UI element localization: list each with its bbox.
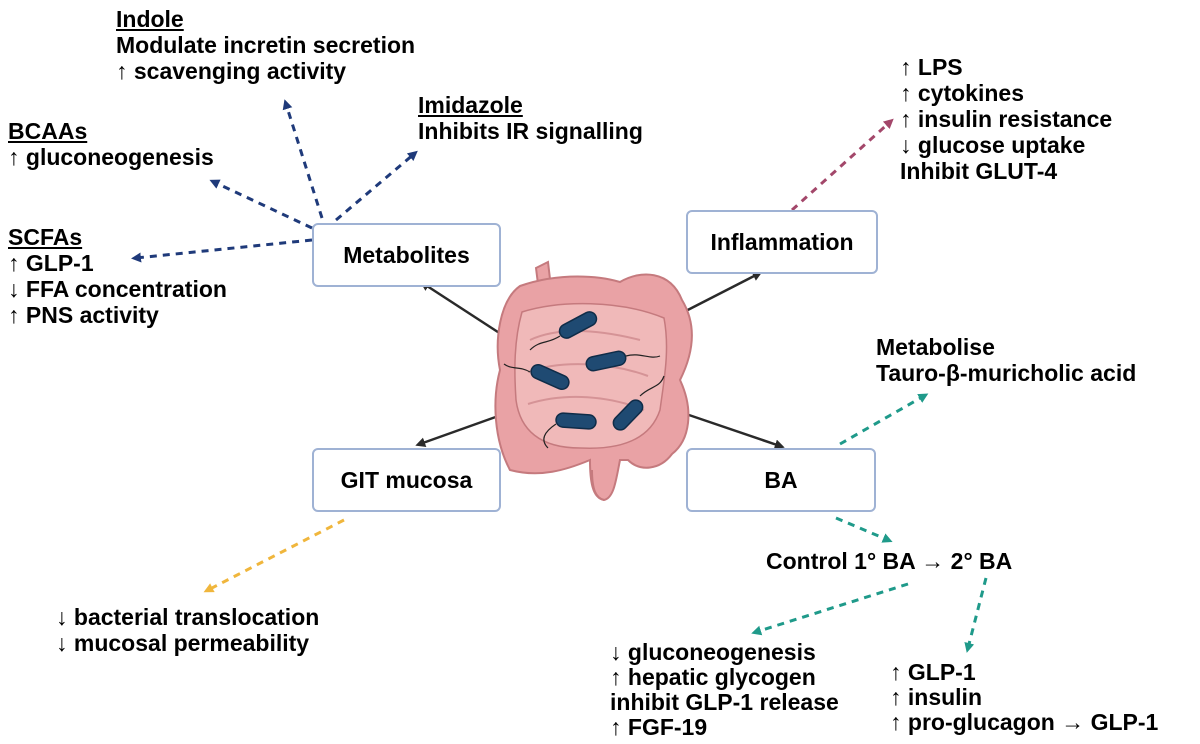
- indole-line: ↑ scavenging activity: [116, 58, 347, 84]
- mucosa-effect: ↓ mucosal permeability: [56, 630, 310, 656]
- metabolites-node-label: Metabolites: [343, 241, 470, 268]
- ba-liver-effect: inhibit GLP-1 release: [610, 689, 839, 715]
- inflammation-effect: ↓ glucose uptake: [900, 132, 1086, 158]
- ba-incretin-effects: ↑ GLP-1 ↑ insulin ↑ pro-glucagon → GLP-1: [890, 660, 1158, 735]
- inflammation-effect: ↑ LPS: [900, 54, 963, 80]
- ba-metabolise: Metabolise Tauro-β-muricholic acid: [876, 334, 1136, 386]
- ba-incretin-effect: ↑ pro-glucagon → GLP-1: [890, 709, 1159, 735]
- intestine-with-bacteria-icon: [494, 260, 693, 502]
- metabolites-node: Metabolites: [312, 223, 501, 287]
- inflammation-effect: ↑ insulin resistance: [900, 106, 1113, 132]
- bcaas-line: ↑ gluconeogenesis: [8, 144, 214, 170]
- bcaas-title: BCAAs: [8, 118, 88, 144]
- git-mucosa-node-label: GIT mucosa: [340, 466, 473, 493]
- arrow-to-ba-liver-effects: [751, 582, 909, 636]
- arrow-gut-to-ba: [685, 412, 785, 450]
- ba-node-label: BA: [764, 466, 798, 493]
- arrow-to-mucosa-effects: [203, 518, 345, 593]
- ba-liver-effect: ↑ FGF-19: [610, 714, 708, 740]
- arrow-to-indole: [282, 99, 324, 219]
- ba-liver-effect: ↑ hepatic glycogen: [610, 664, 816, 690]
- ba-incretin-effect: ↑ insulin: [890, 684, 982, 710]
- ba-liver-effect: ↓ gluconeogenesis: [610, 639, 816, 665]
- imidazole-line: Inhibits IR signalling: [418, 118, 643, 144]
- arrow-to-ba-metabolise: [839, 393, 929, 446]
- arrow-gut-to-git-mucosa: [415, 412, 505, 448]
- indole-title: Indole: [116, 6, 184, 32]
- imidazole-title: Imidazole: [418, 92, 523, 118]
- inflammation-effect: Inhibit GLUT-4: [900, 158, 1058, 184]
- git-mucosa-node: GIT mucosa: [312, 448, 501, 512]
- arrow-to-bcaas: [209, 179, 313, 230]
- ba-metabolise-line: Tauro-β-muricholic acid: [876, 360, 1137, 386]
- indole-line: Modulate incretin secretion: [116, 32, 416, 58]
- scfas-block: SCFAs ↑ GLP-1 ↓ FFA concentration ↑ PNS …: [8, 224, 227, 328]
- mucosa-effect: ↓ bacterial translocation: [56, 604, 320, 630]
- ba-control: Control 1° BA → 2° BA: [766, 548, 1012, 574]
- scfas-title: SCFAs: [8, 224, 83, 250]
- arrow-gut-to-inflammation: [675, 271, 763, 318]
- bcaas-block: BCAAs ↑ gluconeogenesis: [8, 118, 214, 170]
- scfas-line: ↓ FFA concentration: [8, 276, 227, 302]
- scfas-line: ↑ PNS activity: [8, 302, 159, 328]
- inflammation-effect: ↑ cytokines: [900, 80, 1024, 106]
- scfas-line: ↑ GLP-1: [8, 250, 94, 276]
- arrow-to-ba-control: [835, 516, 893, 543]
- arrow-to-ba-incretin-effects: [964, 577, 988, 653]
- ba-node: BA: [686, 448, 876, 512]
- mucosa-effects: ↓ bacterial translocation ↓ mucosal perm…: [56, 604, 319, 656]
- arrow-to-scfas: [131, 238, 313, 263]
- arrow-gut-to-metabolites: [419, 281, 505, 338]
- indole-block: Indole Modulate incretin secretion ↑ sca…: [116, 6, 415, 84]
- ba-control-label: Control 1° BA → 2° BA: [766, 548, 1013, 574]
- ba-metabolise-line: Metabolise: [876, 334, 995, 360]
- inflammation-node-label: Inflammation: [710, 228, 854, 255]
- inflammation-node: Inflammation: [686, 210, 878, 274]
- arrow-to-inflammation-effects: [790, 118, 894, 212]
- inflammation-effects: ↑ LPS ↑ cytokines ↑ insulin resistance ↓…: [900, 54, 1112, 184]
- arrow-to-imidazole: [335, 150, 418, 222]
- imidazole-block: Imidazole Inhibits IR signalling: [418, 92, 643, 144]
- ba-liver-effects: ↓ gluconeogenesis ↑ hepatic glycogen inh…: [610, 640, 839, 740]
- ba-incretin-effect: ↑ GLP-1: [890, 659, 976, 685]
